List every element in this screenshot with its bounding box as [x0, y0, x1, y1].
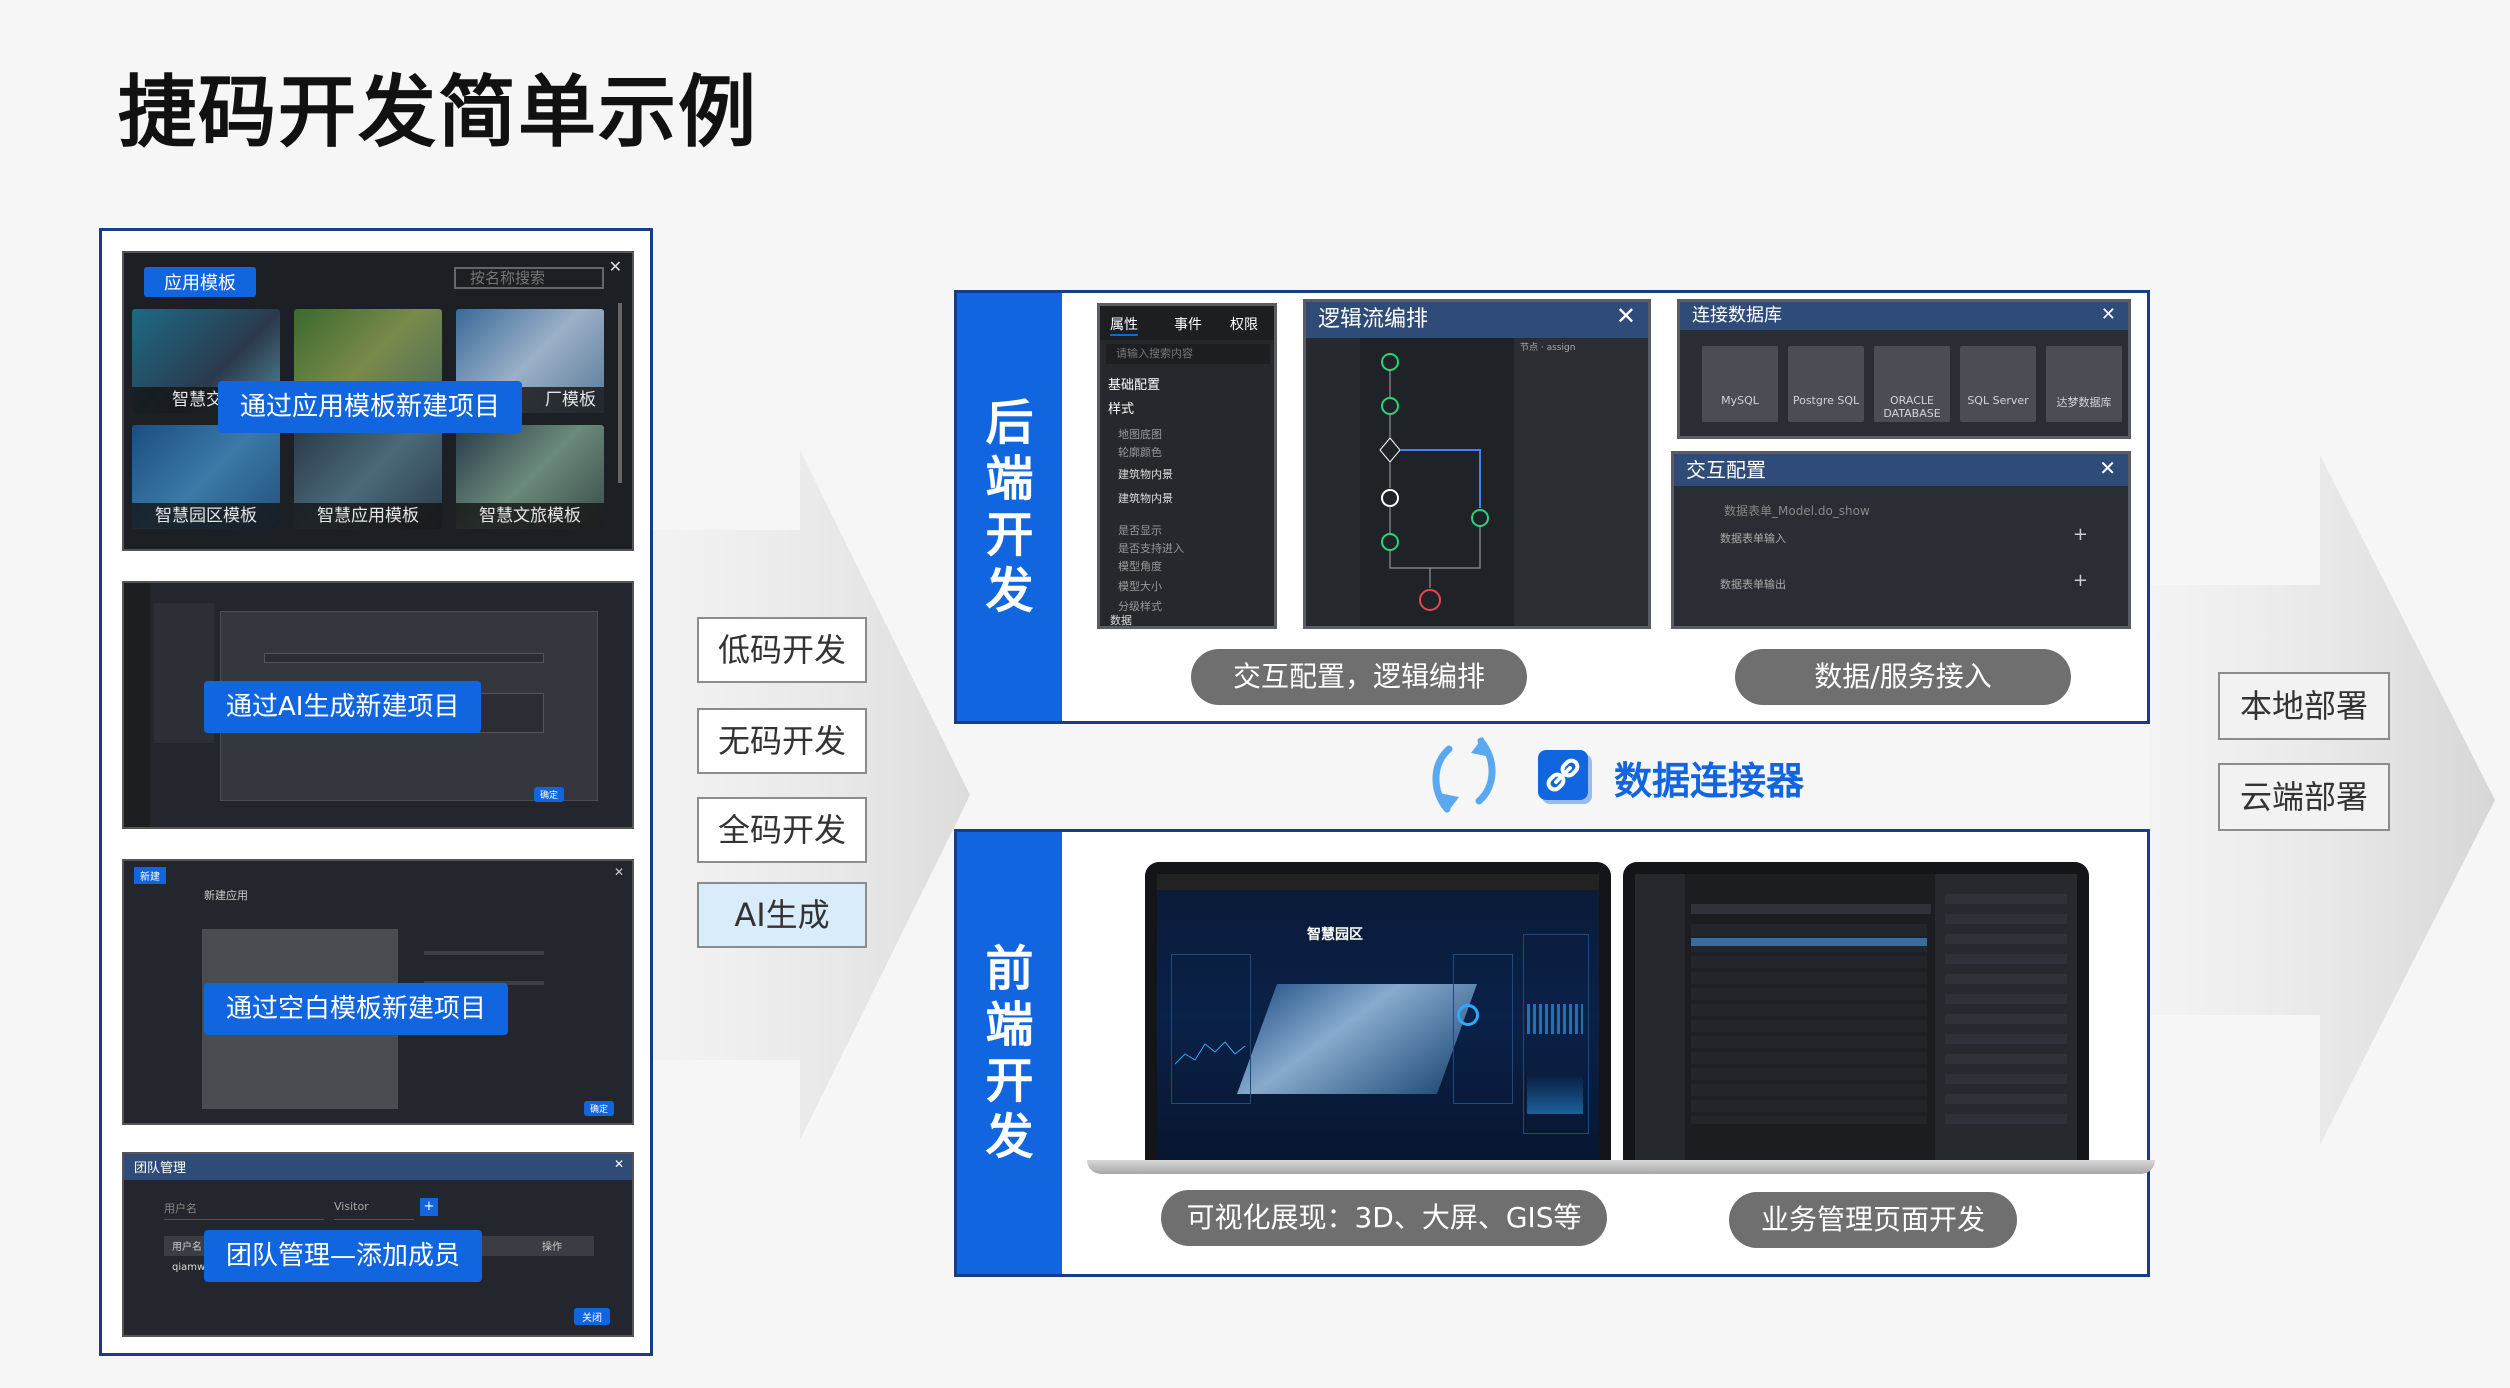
dashboard-screen: 智慧园区 — [1157, 874, 1599, 1160]
data-connector-label: 数据连接器 — [1614, 759, 1805, 803]
oracle-icon[interactable]: ORACLE DATABASE — [1874, 346, 1950, 422]
tab-app-template[interactable]: 应用模板 — [144, 267, 256, 297]
caption-business-pages: 业务管理页面开发 — [1729, 1192, 2017, 1248]
section-style[interactable]: 样式 — [1108, 402, 1135, 417]
scrollbar[interactable] — [618, 303, 622, 483]
option-full-code[interactable]: 全码开发 — [697, 797, 867, 863]
section-basic[interactable]: 基础配置 — [1108, 378, 1161, 393]
close-icon[interactable]: ✕ — [1615, 302, 1636, 330]
dameng-db-icon[interactable]: 达梦数据库 — [2046, 346, 2122, 422]
template-card-label: 智慧园区模板 — [132, 503, 280, 529]
property-item: 建筑物内景 — [1118, 492, 1173, 505]
laptop-dashboard: 智慧园区 — [1087, 862, 1673, 1198]
logic-flow-window: 逻辑流编排 ✕ 节点 · assign — [1303, 299, 1651, 629]
add-icon[interactable]: + — [2072, 570, 2088, 591]
overlay-label-team: 团队管理—添加成员 — [204, 1230, 483, 1282]
tab-permissions[interactable]: 权限 — [1230, 317, 1258, 333]
flow-arrow-icon — [640, 450, 970, 1140]
table-row: qiamw — [172, 1262, 206, 1273]
property-item: 地图底图 — [1118, 428, 1162, 441]
interaction-row[interactable]: 数据表单输入 — [1720, 532, 1786, 545]
tab-properties[interactable]: 属性 — [1110, 314, 1138, 336]
option-cloud-deploy[interactable]: 云端部署 — [2218, 763, 2390, 831]
overlay-label-template: 通过应用模板新建项目 — [218, 381, 523, 433]
column-header-user: 用户名 — [172, 1242, 202, 1253]
section-data[interactable]: 数据 — [1110, 614, 1132, 627]
property-item: 模型大小 — [1118, 580, 1162, 593]
sync-arrows-icon — [1432, 737, 1496, 813]
ok-button[interactable]: 确定 — [534, 787, 565, 802]
screen-title: 智慧园区 — [1307, 927, 1363, 943]
template-card[interactable]: 智慧应用模板 — [294, 425, 442, 529]
postgresql-icon[interactable]: Postgre SQL — [1788, 346, 1864, 422]
ok-button[interactable]: 确定 — [584, 1101, 615, 1116]
link-icon — [1538, 750, 1592, 804]
property-item: 是否支持进入 — [1118, 542, 1184, 555]
close-icon[interactable]: ✕ — [613, 1157, 624, 1171]
close-button[interactable]: 关闭 — [574, 1308, 610, 1325]
backend-section: 后端开发 属性 事件 权限 请输入搜索内容 基础配置 样式 地图底图 轮廓颜色 … — [954, 290, 2150, 724]
close-icon[interactable]: ✕ — [2099, 456, 2116, 480]
tab-events[interactable]: 事件 — [1174, 317, 1202, 333]
template-card[interactable]: 智慧园区模板 — [132, 425, 280, 529]
username-input[interactable]: 用户名 — [164, 1200, 324, 1220]
template-gallery-screenshot: 应用模板 按名称搜索 ✕ 智慧交通 厂模板 智慧园区模板 智慧应用模板 智慧文旅… — [122, 251, 634, 551]
overlay-label-blank: 通过空白模板新建项目 — [204, 983, 509, 1035]
frontend-label: 前端开发 — [957, 832, 1062, 1274]
option-low-code[interactable]: 低码开发 — [697, 617, 867, 683]
database-window: 连接数据库 ✕ MySQL Postgre SQL ORACLE DATABAS… — [1677, 299, 2131, 439]
overlay-label-ai: 通过AI生成新建项目 — [204, 681, 482, 733]
interaction-row[interactable]: 数据表单输出 — [1720, 578, 1786, 591]
dialog-title: 新建应用 — [204, 889, 248, 902]
dialog-title: 团队管理 — [134, 1161, 187, 1176]
add-member-button[interactable]: + — [420, 1198, 438, 1216]
property-item: 分级样式 — [1118, 600, 1162, 613]
3d-building — [1236, 984, 1478, 1094]
role-select[interactable]: Visitor — [334, 1200, 414, 1220]
laptop-management — [1615, 862, 2155, 1198]
management-screen — [1635, 874, 2077, 1160]
property-panel-screenshot: 属性 事件 权限 请输入搜索内容 基础配置 样式 地图底图 轮廓颜色 建筑物内景… — [1097, 303, 1277, 629]
template-card-label: 智慧应用模板 — [294, 503, 442, 529]
property-item: 模型角度 — [1118, 560, 1162, 573]
option-ai-generate[interactable]: AI生成 — [697, 882, 867, 948]
backend-label: 后端开发 — [957, 293, 1062, 721]
property-item: 是否显示 — [1118, 524, 1162, 537]
template-card[interactable]: 智慧文旅模板 — [456, 425, 604, 529]
property-item: 轮廓颜色 — [1118, 446, 1162, 459]
node-label: 节点 · assign — [1520, 343, 1576, 353]
blank-template-screenshot: 新建 新建应用 ✕ 确定 通过空白模板新建项目 — [122, 859, 634, 1125]
caption-interaction-logic: 交互配置，逻辑编排 — [1191, 649, 1527, 705]
add-icon[interactable]: + — [2072, 524, 2088, 545]
property-search-input[interactable]: 请输入搜索内容 — [1106, 344, 1270, 364]
window-title: 连接数据库 — [1680, 302, 2128, 330]
option-no-code[interactable]: 无码开发 — [697, 708, 867, 774]
sqlserver-icon[interactable]: SQL Server — [1960, 346, 2036, 422]
template-card-label: 智慧文旅模板 — [456, 503, 604, 529]
window-title: 逻辑流编排 — [1306, 302, 1648, 338]
property-item: 建筑物内景 — [1118, 468, 1173, 481]
close-icon[interactable]: ✕ — [608, 257, 622, 276]
project-creation-panel: 应用模板 按名称搜索 ✕ 智慧交通 厂模板 智慧园区模板 智慧应用模板 智慧文旅… — [99, 228, 653, 1356]
ai-generate-screenshot: 确定 通过AI生成新建项目 — [122, 581, 634, 829]
column-header-op: 操作 — [542, 1242, 562, 1253]
new-badge: 新建 — [134, 867, 166, 884]
close-icon[interactable]: ✕ — [2100, 304, 2116, 325]
caption-visualization: 可视化展现：3D、大屏、GIS等 — [1161, 1190, 1607, 1246]
mysql-icon[interactable]: MySQL — [1702, 346, 1778, 422]
close-icon[interactable]: ✕ — [613, 865, 624, 879]
option-local-deploy[interactable]: 本地部署 — [2218, 672, 2390, 740]
interaction-row[interactable]: 数据表单_Model.do_show — [1724, 504, 1870, 518]
interaction-config-window: 交互配置 ✕ 数据表单_Model.do_show 数据表单输入 数据表单输出 … — [1671, 451, 2131, 629]
flow-graph[interactable] — [1360, 338, 1514, 628]
frontend-section: 前端开发 智慧园区 可视化展现：3D、大屏、G — [954, 829, 2155, 1277]
template-search-input[interactable]: 按名称搜索 — [454, 267, 604, 289]
caption-data-service: 数据/服务接入 — [1735, 649, 2071, 705]
page-title: 捷码开发简单示例 — [118, 68, 759, 158]
window-title: 交互配置 — [1674, 454, 2128, 486]
team-management-screenshot: 团队管理 ✕ 用户名 Visitor + 用户名 操作 qiamw 关闭 团队管… — [122, 1152, 634, 1337]
